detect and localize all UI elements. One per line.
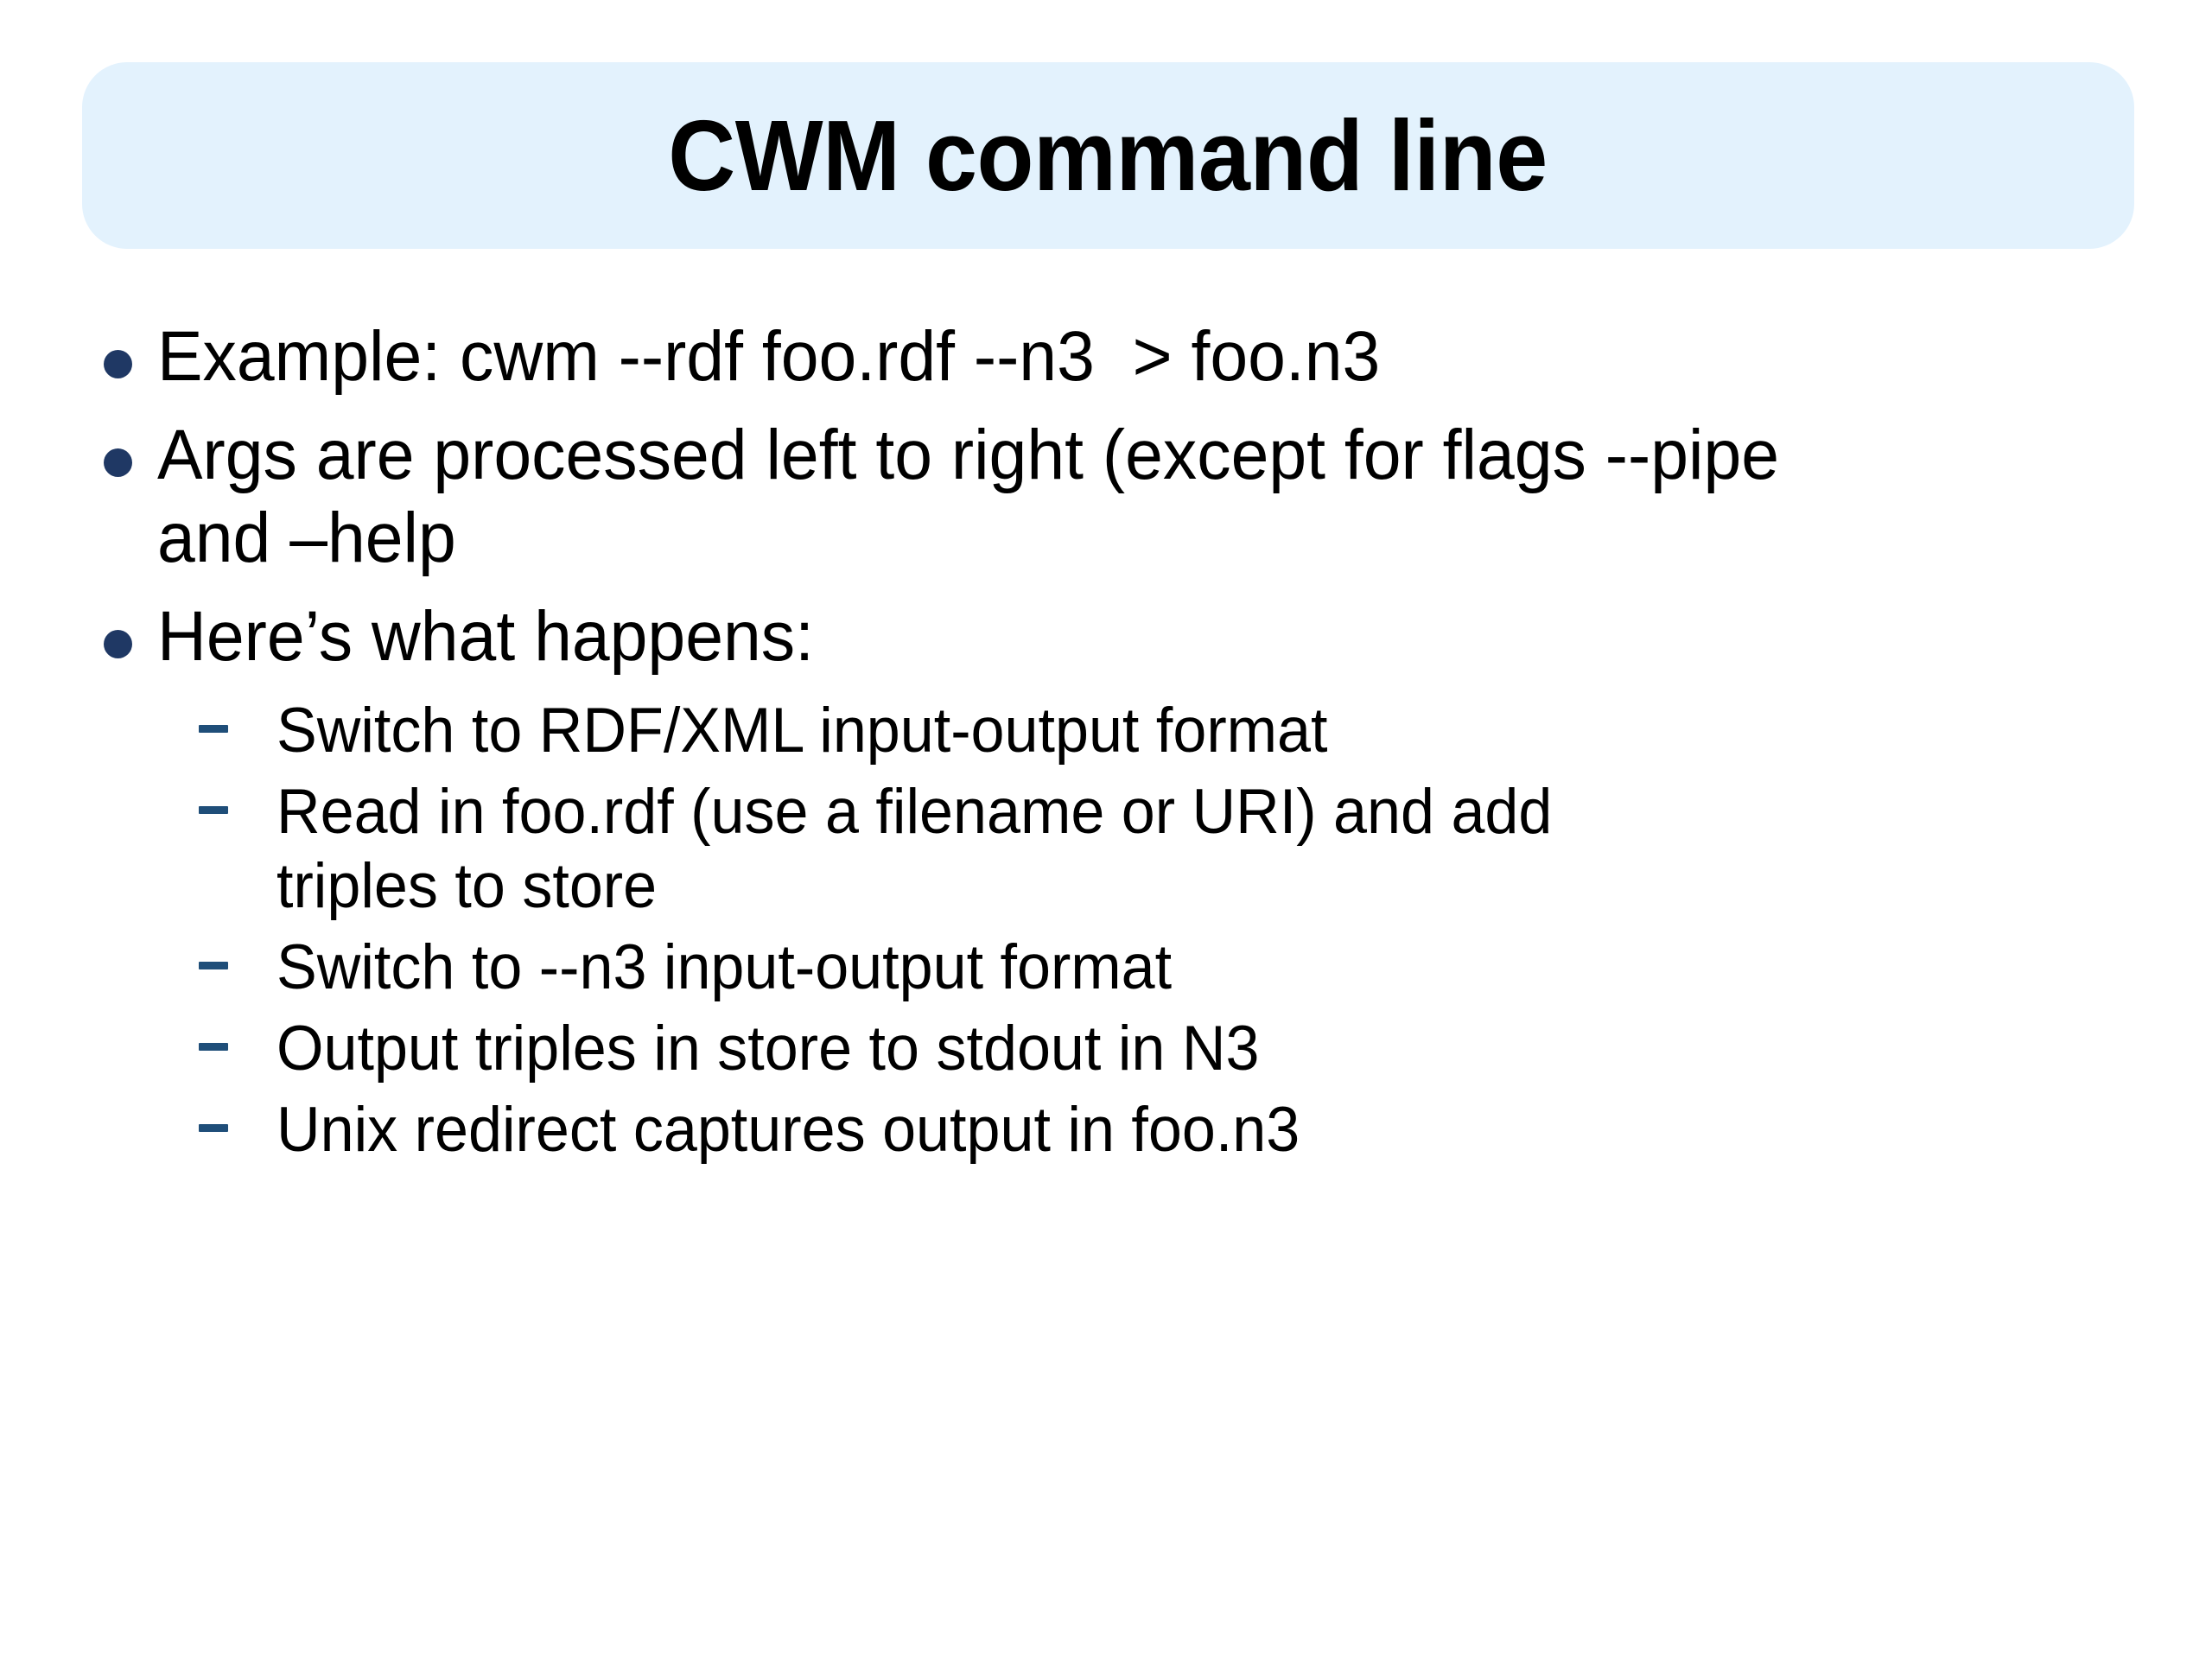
sub-bullet-item: Output triples in store to stdout in N3 <box>104 1012 2177 1086</box>
sub-bullet-text: Unix redirect captures output in foo.n3 <box>276 1095 1300 1166</box>
slide-body: Example: cwm --rdf foo.rdf --n3 > foo.n3… <box>104 315 2177 1175</box>
sub-bullet-marker <box>104 1093 276 1133</box>
bullet-item: Example: cwm --rdf foo.rdf --n3 > foo.n3 <box>104 315 2177 398</box>
filled-circle-icon <box>104 350 132 378</box>
sub-bullet-text: Switch to --n3 input-output format <box>276 932 1173 1003</box>
bullet-item: Here’s what happens: <box>104 595 2177 678</box>
bullet-marker <box>104 414 157 477</box>
bullet-marker <box>104 595 157 658</box>
sub-bullet-marker <box>104 775 276 814</box>
sub-bullet-marker <box>104 931 276 970</box>
sub-bullet-text: Output triples in store to stdout in N3 <box>276 1014 1260 1084</box>
sub-bullet-text: Read in foo.rdf (use a filename or URI) … <box>276 776 1569 921</box>
sub-bullet-item: Read in foo.rdf (use a filename or URI) … <box>104 775 2177 924</box>
sub-bullet-item: Switch to --n3 input-output format <box>104 931 2177 1005</box>
bullet-item: Args are processed left to right (except… <box>104 414 2177 580</box>
slide-title: CWM command line <box>668 99 1548 212</box>
bullet-marker <box>104 315 157 378</box>
dash-icon <box>199 724 228 733</box>
sub-bullet-marker <box>104 694 276 733</box>
bullet-text: Args are processed left to right (except… <box>157 415 1798 577</box>
sub-bullet-list: Switch to RDF/XML input-output format Re… <box>104 694 2177 1168</box>
filled-circle-icon <box>104 629 132 658</box>
dash-icon <box>199 1124 228 1133</box>
slide-title-box: CWM command line <box>82 62 2134 249</box>
sub-bullet-marker <box>104 1012 276 1052</box>
bullet-text: Here’s what happens: <box>157 596 814 676</box>
sub-bullet-item: Unix redirect captures output in foo.n3 <box>104 1093 2177 1167</box>
dash-icon <box>199 1043 228 1052</box>
bullet-text: Example: cwm --rdf foo.rdf --n3 > foo.n3 <box>157 317 1381 396</box>
dash-icon <box>199 805 228 814</box>
sub-bullet-item: Switch to RDF/XML input-output format <box>104 694 2177 768</box>
dash-icon <box>199 962 228 970</box>
filled-circle-icon <box>104 448 132 477</box>
sub-bullet-text: Switch to RDF/XML input-output format <box>276 695 1328 766</box>
